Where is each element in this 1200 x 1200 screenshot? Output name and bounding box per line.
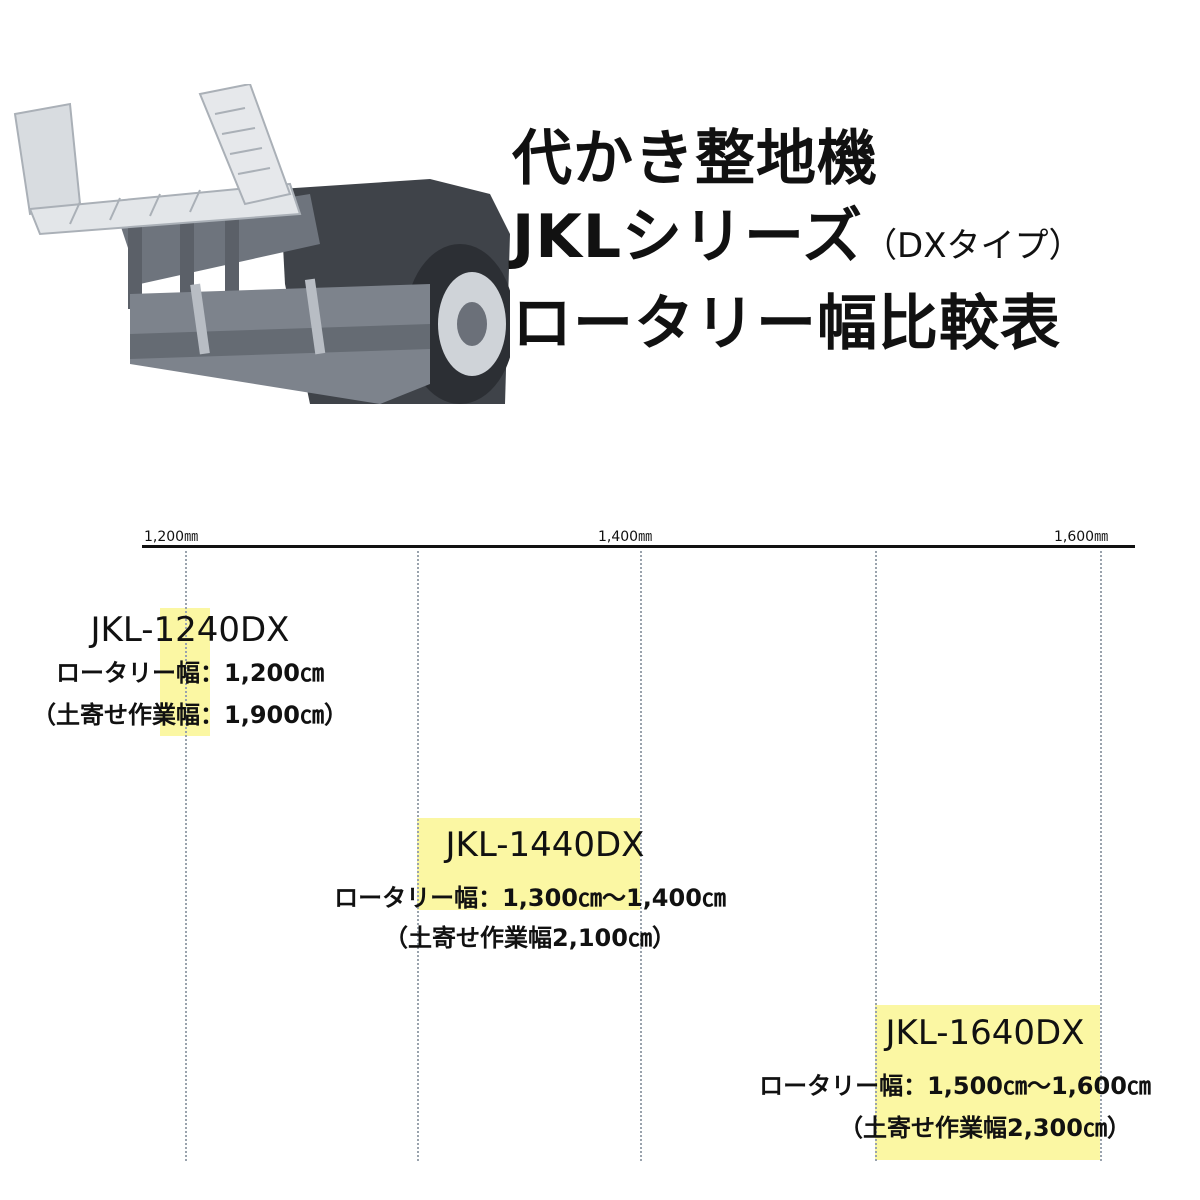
guide-line-1300: [417, 551, 419, 1161]
guide-line-1200: [185, 551, 187, 1161]
model-name: JKL-1240DX: [90, 610, 290, 650]
rotary-width: ロータリー幅：1,500㎝〜1,600㎝: [759, 1072, 1151, 1100]
highlight-1640dx: [875, 1005, 1100, 1160]
model-jkl-1240dx: JKL-1240DX ロータリー幅：1,200㎝ （土寄せ作業幅：1,900㎝）: [10, 608, 370, 736]
series-name: JKLシリーズ: [512, 202, 864, 272]
model-jkl-1640dx: JKL-1640DX ロータリー幅：1,500㎝〜1,600㎝ （土寄せ作業幅2…: [715, 1008, 1195, 1148]
rotary-width: ロータリー幅：1,300㎝〜1,400㎝: [334, 884, 726, 912]
soil-working-width: （土寄せ作業幅2,100㎝）: [384, 924, 676, 952]
series-type: （DXタイプ）: [863, 226, 1083, 266]
page-title: 代かき整地機 JKLシリーズ（DXタイプ） ロータリー幅比較表: [512, 120, 1083, 363]
title-line-3: ロータリー幅比較表: [512, 289, 1061, 359]
highlight-1440dx: [417, 818, 640, 910]
guide-line-1600: [1100, 551, 1102, 1161]
soil-working-width: （土寄せ作業幅：1,900㎝）: [32, 701, 348, 729]
scale-tick-1200: 1,200㎜: [144, 529, 199, 545]
model-name: JKL-1640DX: [885, 1013, 1085, 1053]
guide-line-1400: [640, 551, 642, 1161]
model-name: JKL-1440DX: [445, 825, 645, 865]
rotary-tiller-illustration: [13, 84, 510, 404]
scale-tick-1600: 1,600㎜: [1054, 529, 1109, 545]
scale-axis-line: [142, 545, 1135, 548]
rotary-width: ロータリー幅：1,200㎝: [56, 659, 324, 687]
scale-tick-1400: 1,400㎜: [598, 529, 653, 545]
guide-line-1500: [875, 551, 877, 1161]
model-jkl-1440dx: JKL-1440DX ロータリー幅：1,300㎝〜1,400㎝ （土寄せ作業幅2…: [290, 820, 770, 958]
soil-working-width: （土寄せ作業幅2,300㎝）: [839, 1114, 1131, 1142]
title-line-1: 代かき整地機: [512, 124, 878, 194]
title-line-2: JKLシリーズ（DXタイプ）: [512, 198, 1083, 285]
